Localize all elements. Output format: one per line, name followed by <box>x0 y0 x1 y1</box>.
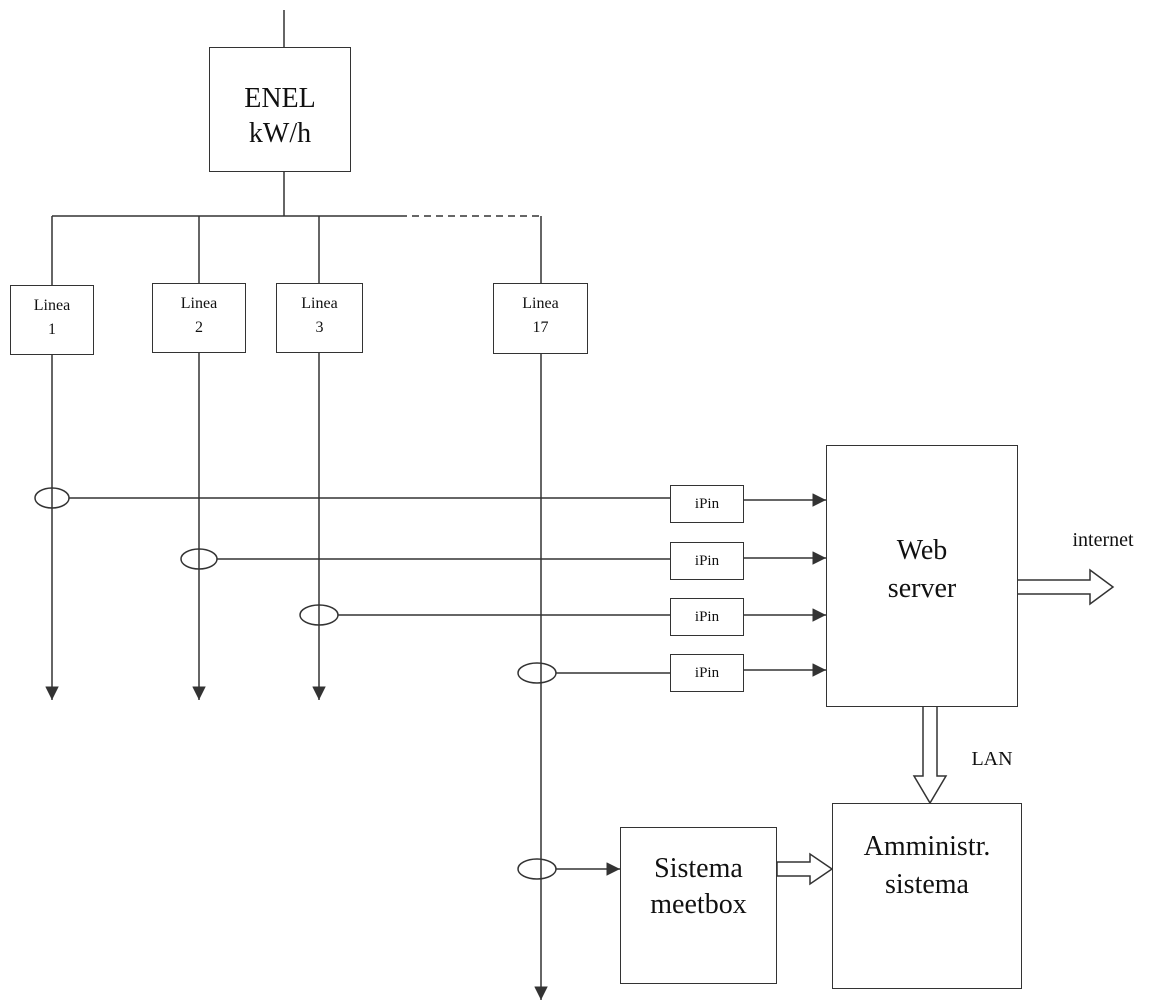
ipin-label-2: iPin <box>694 553 720 569</box>
linea-17-label: Linea <box>522 295 559 312</box>
linea-2-number: 2 <box>195 319 203 336</box>
linea-17-number: 17 <box>532 319 549 336</box>
web-server-label: Web <box>896 535 948 566</box>
admin-box <box>832 803 1022 989</box>
linea-3-box <box>276 283 363 353</box>
internet-label: internet <box>1072 529 1134 551</box>
linea-1-label: Linea <box>33 297 71 314</box>
web-server-label-2: server <box>887 573 957 604</box>
ipin-label-1: iPin <box>694 496 720 512</box>
ipin-box-2 <box>670 542 744 580</box>
admin-label: Amministr. <box>863 831 991 862</box>
sensor-meetbox <box>517 858 557 880</box>
admin-label-2: sistema <box>885 869 969 900</box>
linea-2-label: Linea <box>180 295 218 312</box>
web-server-box <box>826 445 1018 707</box>
ipin-label-4: iPin <box>694 665 720 681</box>
linea-1-number: 1 <box>48 321 56 338</box>
linea-2-box <box>152 283 246 353</box>
meetbox-admin-arrow <box>776 852 834 886</box>
ipin-box-4 <box>670 654 744 692</box>
meetbox-box <box>620 827 777 984</box>
meetbox-label-2: meetbox <box>650 889 747 920</box>
enel-meter-box <box>209 47 351 172</box>
lan-label: LAN <box>971 748 1013 770</box>
ipin-label-3: iPin <box>694 609 720 625</box>
linea-3-label: Linea <box>301 295 338 312</box>
linea-17-box <box>493 283 588 354</box>
ipin-box-1 <box>670 485 744 523</box>
lan-arrow <box>912 705 948 805</box>
internet-arrow <box>1016 568 1115 606</box>
linea-1-box <box>10 285 94 355</box>
meetbox-label: Sistema <box>654 853 743 884</box>
linea-3-number: 3 <box>315 319 324 336</box>
enel-unit-label: kW/h <box>248 118 312 149</box>
enel-label: ENEL <box>244 83 316 114</box>
ipin-box-3 <box>670 598 744 636</box>
sensor-linea-17 <box>517 662 557 684</box>
